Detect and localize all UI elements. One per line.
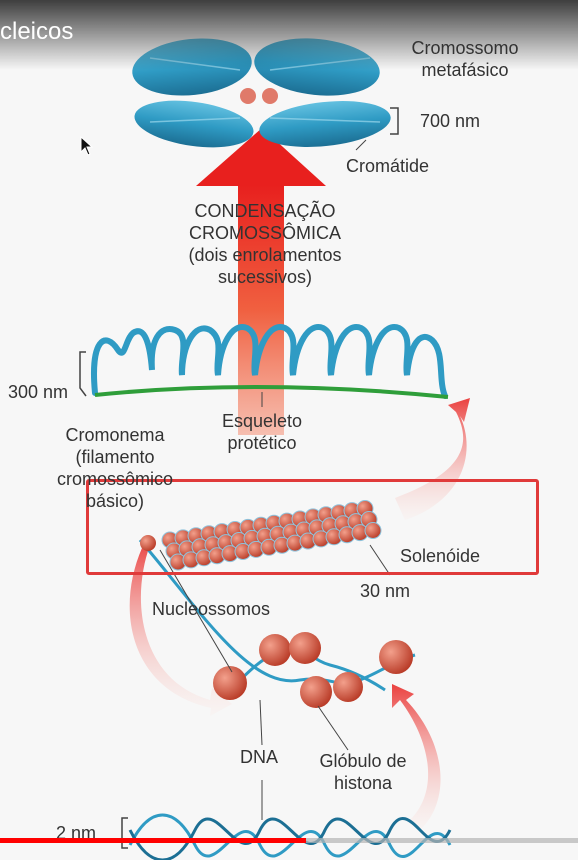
nucleossomos-pointer [159, 549, 233, 673]
label-condensacao-line4: sucessivos) [217, 267, 313, 287]
label-cromonema: Cromonema (filamento cromossômico básico… [40, 424, 190, 512]
solenoid [161, 500, 382, 571]
label-esqueleto-line2: protético [227, 433, 297, 453]
label-solenoide: Solenóide [400, 546, 481, 566]
label-esqueleto: Esqueleto protético [212, 410, 312, 454]
video-title[interactable]: cleicos [0, 18, 74, 45]
nucleosome [259, 634, 291, 666]
nucleosome [289, 632, 321, 664]
label-esqueleto-line1: Esqueleto [221, 411, 303, 431]
label-condensacao-line1: CONDENSAÇÃO [194, 201, 336, 221]
label-globulo-line2: histona [333, 773, 393, 793]
bracket-300nm [79, 351, 87, 397]
label-cromonema-line1: Cromonema [65, 425, 165, 445]
label-cromonema-line2: (filamento [75, 447, 155, 467]
globulo-pointer [317, 705, 349, 751]
bracket-700nm [390, 107, 399, 135]
label-700nm: 700 nm [420, 111, 481, 131]
label-cromossomo: Cromossomo metafásico [395, 37, 535, 81]
highlight-box [86, 479, 539, 575]
solenoid-bead [364, 522, 382, 539]
label-nucleossomos: Nucleossomos [152, 599, 271, 619]
label-cromatide: Cromátide [346, 156, 430, 176]
label-condensacao-line2: CROMOSSÔMICA [188, 223, 341, 243]
chromonema-loops [91, 324, 449, 399]
label-globulo: Glóbulo de histona [308, 750, 418, 794]
nucleosomes [213, 632, 413, 708]
sweep-arrow-solenoid [395, 398, 470, 520]
label-condensacao-line3: (dois enrolamentos [188, 245, 342, 265]
bracket-2nm [121, 817, 128, 849]
label-dna: DNA [240, 747, 279, 767]
video-progress-fill [0, 838, 307, 843]
dna-pointer [259, 699, 263, 746]
label-condensacao: CONDENSAÇÃO CROMOSSÔMICA (dois enrolamen… [150, 200, 380, 288]
cromatide-pointer [355, 139, 367, 151]
nucleosome [300, 676, 332, 708]
sweep-arrow-nucleosome [129, 545, 232, 716]
mouse-cursor-icon [80, 136, 94, 156]
label-cromonema-line3: cromossômico [56, 469, 174, 489]
nucleosome [333, 672, 363, 702]
nucleosome [379, 640, 413, 674]
nm30-pointer [369, 544, 391, 576]
label-cromonema-line4: básico) [85, 491, 145, 511]
condensation-arrow [196, 128, 326, 435]
sweep-arrow-dna [392, 684, 441, 830]
video-top-bar: cleicos [0, 0, 578, 70]
label-globulo-line1: Glóbulo de [319, 751, 407, 771]
video-progress-bar[interactable] [0, 838, 578, 843]
label-cromossomo-line1: Cromossomo [411, 38, 519, 58]
nucleosome [213, 666, 247, 700]
label-300nm: 300 nm [8, 382, 69, 402]
label-30nm: 30 nm [360, 581, 411, 601]
label-cromossomo-line2: metafásico [421, 60, 509, 80]
